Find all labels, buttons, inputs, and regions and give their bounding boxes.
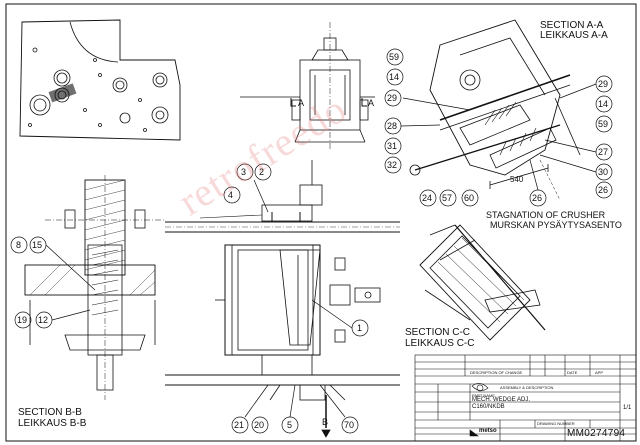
balloon-21: 21 (234, 420, 245, 430)
section-cc-subtitle: LEIKKAUS C-C (405, 338, 475, 349)
drawing-frame (5, 3, 637, 442)
balloon-12: 12 (38, 315, 49, 325)
section-mark-a-left: A (298, 98, 305, 108)
tb-part-name-1: MECH. WEDGE ADJ. (472, 397, 531, 403)
tb-company-logo: metso (479, 428, 497, 434)
tb-drawing-number: MM0274794 (567, 428, 626, 439)
tb-part-name-label: PART NAME (472, 393, 495, 398)
balloon-59-right: 59 (598, 119, 609, 129)
side-plate-view (19, 19, 181, 141)
stagnation-note-line2: MURSKAN PYSÄYTYSASENTO (490, 220, 622, 230)
title-block (414, 354, 637, 442)
section-aa-title: SECTION A-A (540, 20, 604, 31)
section-aa-subtitle: LEIKKAUS A-A (540, 30, 608, 41)
balloon-23: 26 (598, 185, 609, 195)
balloon-30: 30 (598, 167, 609, 177)
balloon-14-aa: 14 (389, 72, 400, 82)
tb-assembly-label: ASSEMBLY & DESCRIPTION (500, 385, 554, 390)
main-assembly-view (165, 160, 400, 401)
balloon-70: 70 (344, 420, 355, 430)
section-cc-title: SECTION C-C (405, 327, 470, 338)
balloon-29-right: 29 (598, 79, 609, 89)
balloons-aa (384, 48, 613, 207)
tb-change-header: DESCRIPTION OF CHANGE (470, 370, 523, 375)
balloon-15: 15 (32, 240, 43, 250)
section-bb-view (24, 175, 165, 400)
tb-app-header: APP (595, 370, 604, 375)
balloon-8: 8 (16, 240, 22, 250)
balloons-main (223, 163, 369, 434)
balloon-4: 4 (228, 190, 234, 200)
balloon-26: 26 (532, 193, 543, 203)
section-aa-view (409, 19, 581, 201)
tb-sheet: 1/1 (623, 405, 632, 411)
balloon-2: 2 (259, 167, 265, 177)
section-b-marker (321, 395, 331, 438)
section-mark-a-right: A (368, 98, 375, 108)
balloon-57: 57 (442, 193, 453, 203)
top-plan-view (240, 22, 375, 150)
balloon-59-aa: 59 (389, 52, 400, 62)
stagnation-note-line1: STAGNATION OF CRUSHER (486, 210, 606, 220)
balloon-32: 32 (387, 160, 398, 170)
balloon-28: 28 (387, 121, 398, 131)
balloon-19: 19 (17, 315, 28, 325)
tb-date-header: DATE (567, 370, 578, 375)
balloons-bb (10, 236, 96, 329)
balloon-1: 1 (357, 323, 363, 333)
balloon-24: 24 (422, 193, 433, 203)
balloon-60: 60 (464, 193, 475, 203)
balloon-14-right: 14 (598, 99, 609, 109)
balloon-31: 31 (387, 141, 398, 151)
tb-part-name-2: C160/NKDB (472, 404, 505, 410)
balloon-5: 5 (287, 420, 293, 430)
dimension-label: 540 (510, 175, 524, 184)
section-mark-b: B (322, 417, 329, 427)
balloon-20: 20 (254, 420, 265, 430)
tb-drawing-number-label: DRAWING NUMBER (537, 421, 575, 426)
balloon-3: 3 (241, 167, 247, 177)
section-bb-subtitle: LEIKKAUS B-B (18, 418, 87, 429)
balloon-29-aa: 29 (387, 93, 398, 103)
section-bb-title: SECTION B-B (18, 407, 82, 418)
balloon-27: 27 (598, 147, 609, 157)
section-cc-view (419, 224, 546, 341)
